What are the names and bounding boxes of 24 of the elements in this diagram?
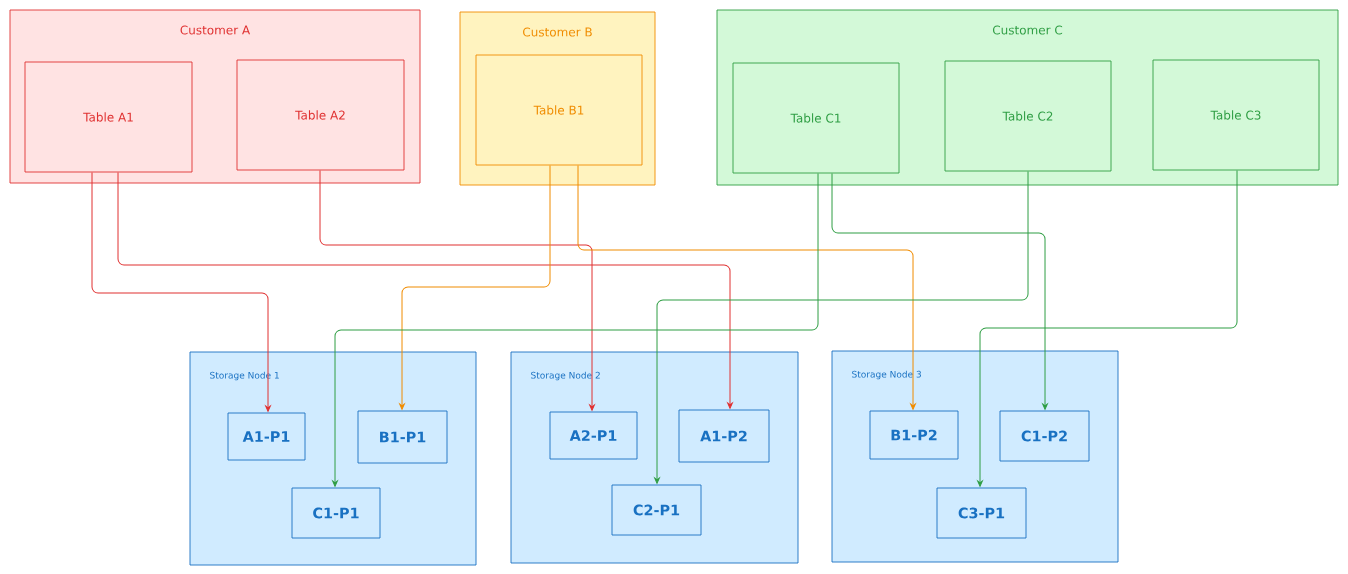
arrow <box>319 169 595 411</box>
partition-box: C2-P1 <box>611 484 702 536</box>
partition-box: C1-P2 <box>999 410 1090 462</box>
partition-box: A2-P1 <box>549 411 638 460</box>
partition-box: A1-P2 <box>678 409 770 463</box>
arrow <box>577 164 916 410</box>
arrow <box>654 170 1029 484</box>
partition-box: A1-P1 <box>227 412 306 461</box>
arrow <box>117 171 733 409</box>
table-box: Table A2 <box>236 59 405 171</box>
partition-box: C3-P1 <box>936 487 1027 539</box>
table-box: Table C1 <box>732 62 900 174</box>
partition-box: C1-P1 <box>291 487 381 539</box>
table-box: Table B1 <box>475 54 643 166</box>
table-box: Table A1 <box>24 61 193 173</box>
arrow <box>977 169 1238 487</box>
partition-box: B1-P1 <box>357 410 448 464</box>
arrow <box>831 172 1048 410</box>
arrow <box>399 164 551 410</box>
table-box: Table C2 <box>944 60 1112 172</box>
table-box: Table C3 <box>1152 59 1320 171</box>
partition-box: B1-P2 <box>869 410 959 460</box>
arrow <box>332 172 819 487</box>
arrow <box>91 171 271 412</box>
